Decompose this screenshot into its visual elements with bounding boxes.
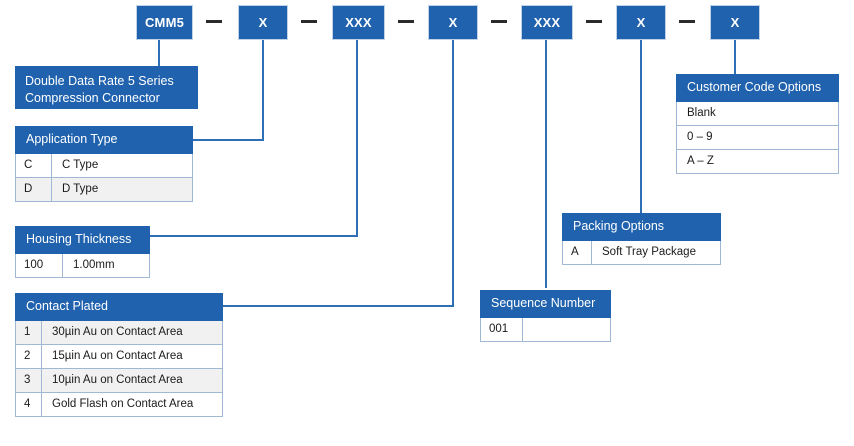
connector-sequence-number: [545, 40, 547, 288]
cell-description: Gold Flash on Contact Area: [52, 398, 194, 410]
series-description-line-2: Compression Connector: [25, 91, 160, 105]
cell-code: C: [16, 154, 52, 177]
code-box-customer-code[interactable]: X: [710, 5, 760, 40]
code-box-packing-options[interactable]: X: [616, 5, 666, 40]
connector-housing-thickness-horizontal: [149, 235, 358, 237]
cell-description: [523, 318, 610, 341]
cell-value: Blank: [687, 107, 716, 119]
connector-contact-plated-vertical: [452, 40, 454, 306]
legend-sequence-number: Sequence Number 001: [480, 290, 611, 342]
code-box-housing-thickness[interactable]: XXX: [332, 5, 385, 40]
cell-code: 1: [16, 321, 42, 344]
legend-header-application-type: Application Type: [15, 126, 193, 154]
table-row: A Soft Tray Package: [562, 241, 721, 265]
connector-application-type-vertical: [262, 40, 264, 140]
separator-dash-6: [679, 20, 695, 23]
table-row: 1 30µin Au on Contact Area: [15, 321, 223, 345]
separator-dash-2: [301, 20, 317, 23]
table-row: 2 15µin Au on Contact Area: [15, 345, 223, 369]
legend-application-type: Application Type C C Type D D Type: [15, 126, 193, 202]
cell-description: Soft Tray Package: [602, 246, 696, 258]
cell-code: 001: [481, 318, 523, 341]
table-row: Blank: [676, 102, 839, 126]
cell-value: 0 – 9: [687, 131, 713, 143]
series-description-line-1: Double Data Rate 5 Series: [25, 74, 174, 88]
table-row: C C Type: [15, 154, 193, 178]
legend-contact-plated: Contact Plated 1 30µin Au on Contact Are…: [15, 293, 223, 417]
cell-value: A – Z: [687, 155, 714, 167]
legend-header-sequence-number: Sequence Number: [480, 290, 611, 318]
separator-dash-4: [491, 20, 507, 23]
legend-housing-thickness: Housing Thickness 100 1.00mm: [15, 226, 150, 278]
legend-header-packing-options: Packing Options: [562, 213, 721, 241]
cell-code: A: [563, 241, 592, 264]
table-row: 0 – 9: [676, 126, 839, 150]
code-box-sequence-number[interactable]: XXX: [521, 5, 573, 40]
connector-series: [158, 40, 160, 66]
connector-contact-plated-horizontal: [222, 305, 454, 307]
cell-description: 10µin Au on Contact Area: [52, 374, 183, 386]
code-box-series[interactable]: CMM5: [136, 5, 193, 40]
legend-header-housing-thickness: Housing Thickness: [15, 226, 150, 254]
table-row: 3 10µin Au on Contact Area: [15, 369, 223, 393]
legend-header-customer-code-options: Customer Code Options: [676, 74, 839, 102]
separator-dash-5: [586, 20, 602, 23]
connector-packing-options: [640, 40, 642, 213]
cell-code: 3: [16, 369, 42, 392]
cell-description: 30µin Au on Contact Area: [52, 326, 183, 338]
cell-code: 100: [16, 254, 63, 277]
cell-description: C Type: [62, 159, 99, 171]
table-row: 100 1.00mm: [15, 254, 150, 278]
code-box-contact-plated[interactable]: X: [428, 5, 478, 40]
separator-dash-1: [206, 20, 222, 23]
series-description-block: Double Data Rate 5 Series Compression Co…: [15, 66, 198, 109]
table-row: D D Type: [15, 178, 193, 202]
cell-code: 4: [16, 393, 42, 416]
cell-description: 15µin Au on Contact Area: [52, 350, 183, 362]
cell-description: D Type: [62, 183, 99, 195]
separator-dash-3: [398, 20, 414, 23]
legend-packing-options: Packing Options A Soft Tray Package: [562, 213, 721, 265]
connector-housing-thickness-vertical: [356, 40, 358, 236]
code-box-application-type[interactable]: X: [238, 5, 288, 40]
table-row: A – Z: [676, 150, 839, 174]
table-row: 001: [480, 318, 611, 342]
legend-header-contact-plated: Contact Plated: [15, 293, 223, 321]
legend-customer-code-options: Customer Code Options Blank 0 – 9 A – Z: [676, 74, 839, 174]
connector-customer-code-options: [734, 40, 736, 74]
cell-code: D: [16, 178, 52, 201]
table-row: 4 Gold Flash on Contact Area: [15, 393, 223, 417]
cell-code: 2: [16, 345, 42, 368]
cell-description: 1.00mm: [73, 259, 115, 271]
connector-application-type-horizontal: [192, 139, 264, 141]
